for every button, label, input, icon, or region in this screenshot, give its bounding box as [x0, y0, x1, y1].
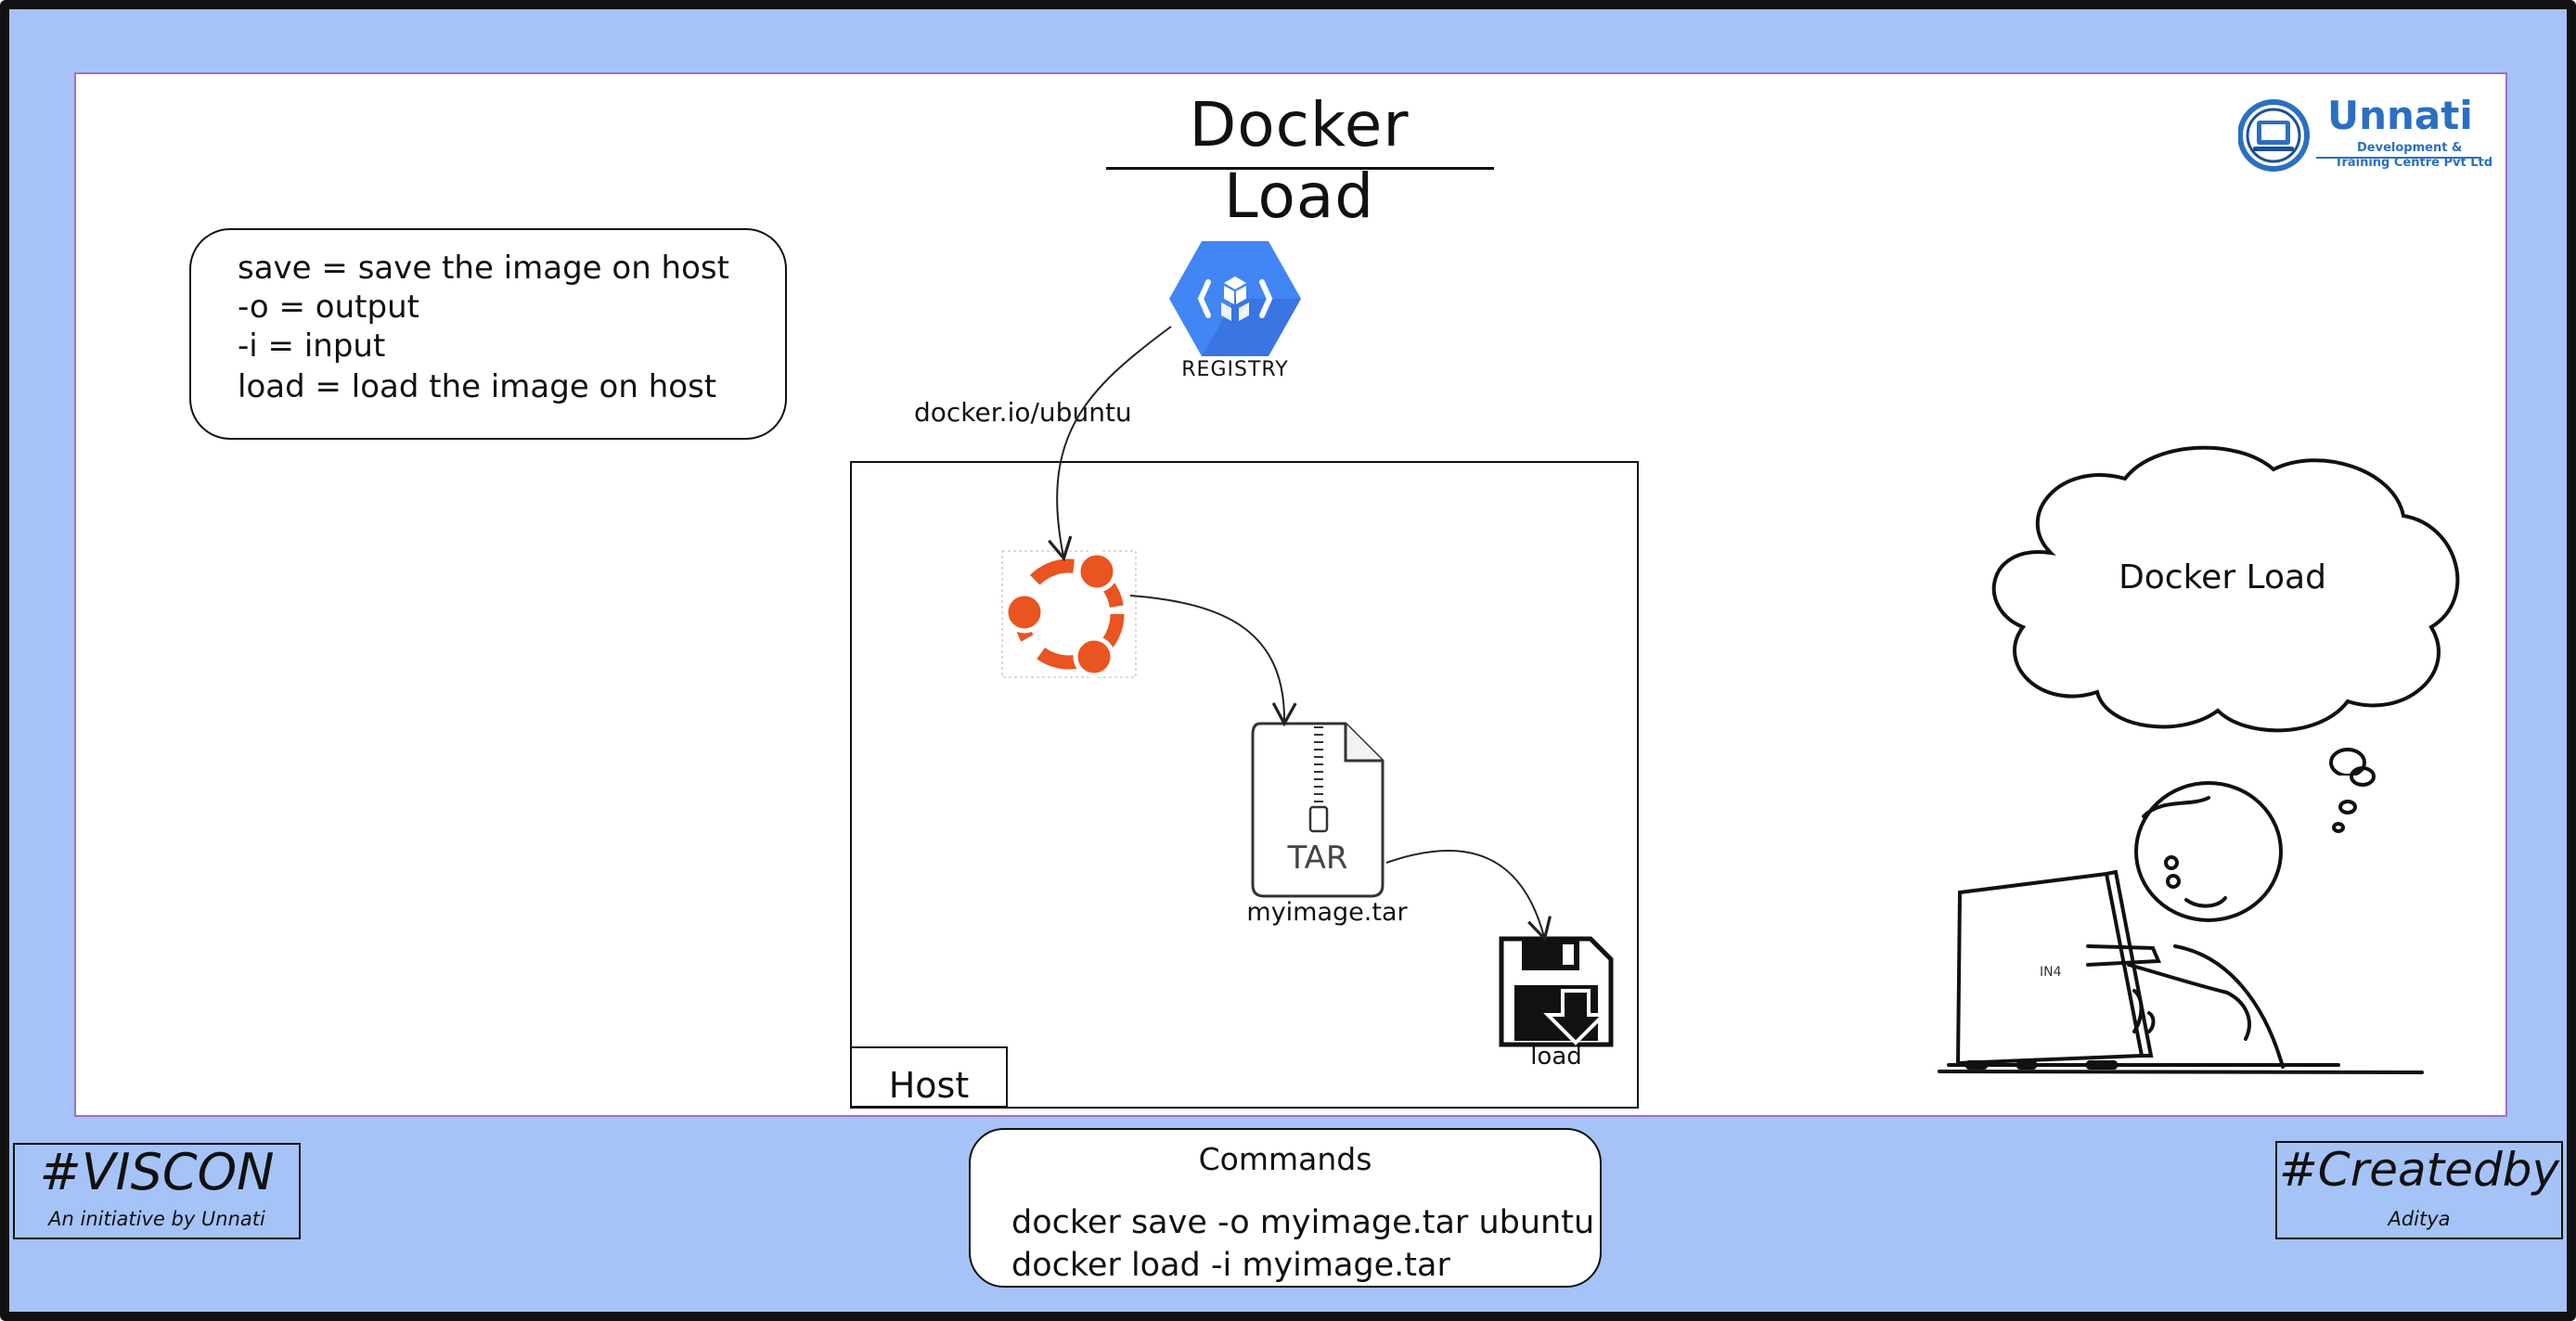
- legend-line-input: -i = input: [238, 327, 386, 365]
- thought-cloud-icon: [1991, 445, 2460, 776]
- registry-icon: [1169, 241, 1301, 356]
- legend-line-output: -o = output: [238, 289, 419, 326]
- viscon-box: [13, 1143, 301, 1239]
- pull-source-label: docker.io/ubuntu: [914, 397, 1132, 428]
- tar-icon-text: TAR: [1286, 840, 1347, 877]
- command-load: docker load -i myimage.tar: [1011, 1247, 1450, 1284]
- host-label-box: [850, 1046, 1008, 1108]
- registry-label: REGISTRY: [1181, 358, 1289, 381]
- legend-line-save: save = save the image on host: [238, 250, 729, 287]
- tar-file-icon: TAR: [1251, 722, 1385, 898]
- viscon-title: #VISCON: [39, 1143, 275, 1201]
- load-label: load: [1530, 1043, 1582, 1071]
- createdby-author: Aditya: [2388, 1208, 2451, 1230]
- command-save: docker save -o myimage.tar ubuntu: [1011, 1204, 1595, 1241]
- createdby-box: [2275, 1141, 2563, 1239]
- host-label: Host: [888, 1065, 970, 1106]
- brand-tagline-line2: Training Centre Pvt Ltd: [2335, 156, 2493, 170]
- createdby-title: #Createdby: [2278, 1143, 2560, 1197]
- commands-box: [969, 1128, 1602, 1288]
- brand-name: Unnati: [2327, 93, 2473, 138]
- ubuntu-icon: [1001, 550, 1137, 678]
- tar-file-label: myimage.tar: [1246, 898, 1408, 927]
- title-underline: [1106, 167, 1494, 170]
- legend-box: [189, 228, 787, 440]
- commands-title: Commands: [1198, 1141, 1372, 1177]
- legend-line-load: load = load the image on host: [238, 368, 717, 405]
- page-title: Docker Load: [1189, 89, 1410, 232]
- host-box: [850, 461, 1639, 1109]
- unnati-logo-icon: [2238, 99, 2481, 172]
- brand-tagline-line1: Development &: [2357, 141, 2463, 155]
- viscon-subtitle: An initiative by Unnati: [48, 1208, 265, 1230]
- floppy-load-icon: [1499, 936, 1614, 1047]
- laptop-text: IN4: [2040, 965, 2062, 980]
- thought-text: Docker Load: [2119, 558, 2326, 596]
- person-laptop-illustration: IN4: [1938, 766, 2424, 1074]
